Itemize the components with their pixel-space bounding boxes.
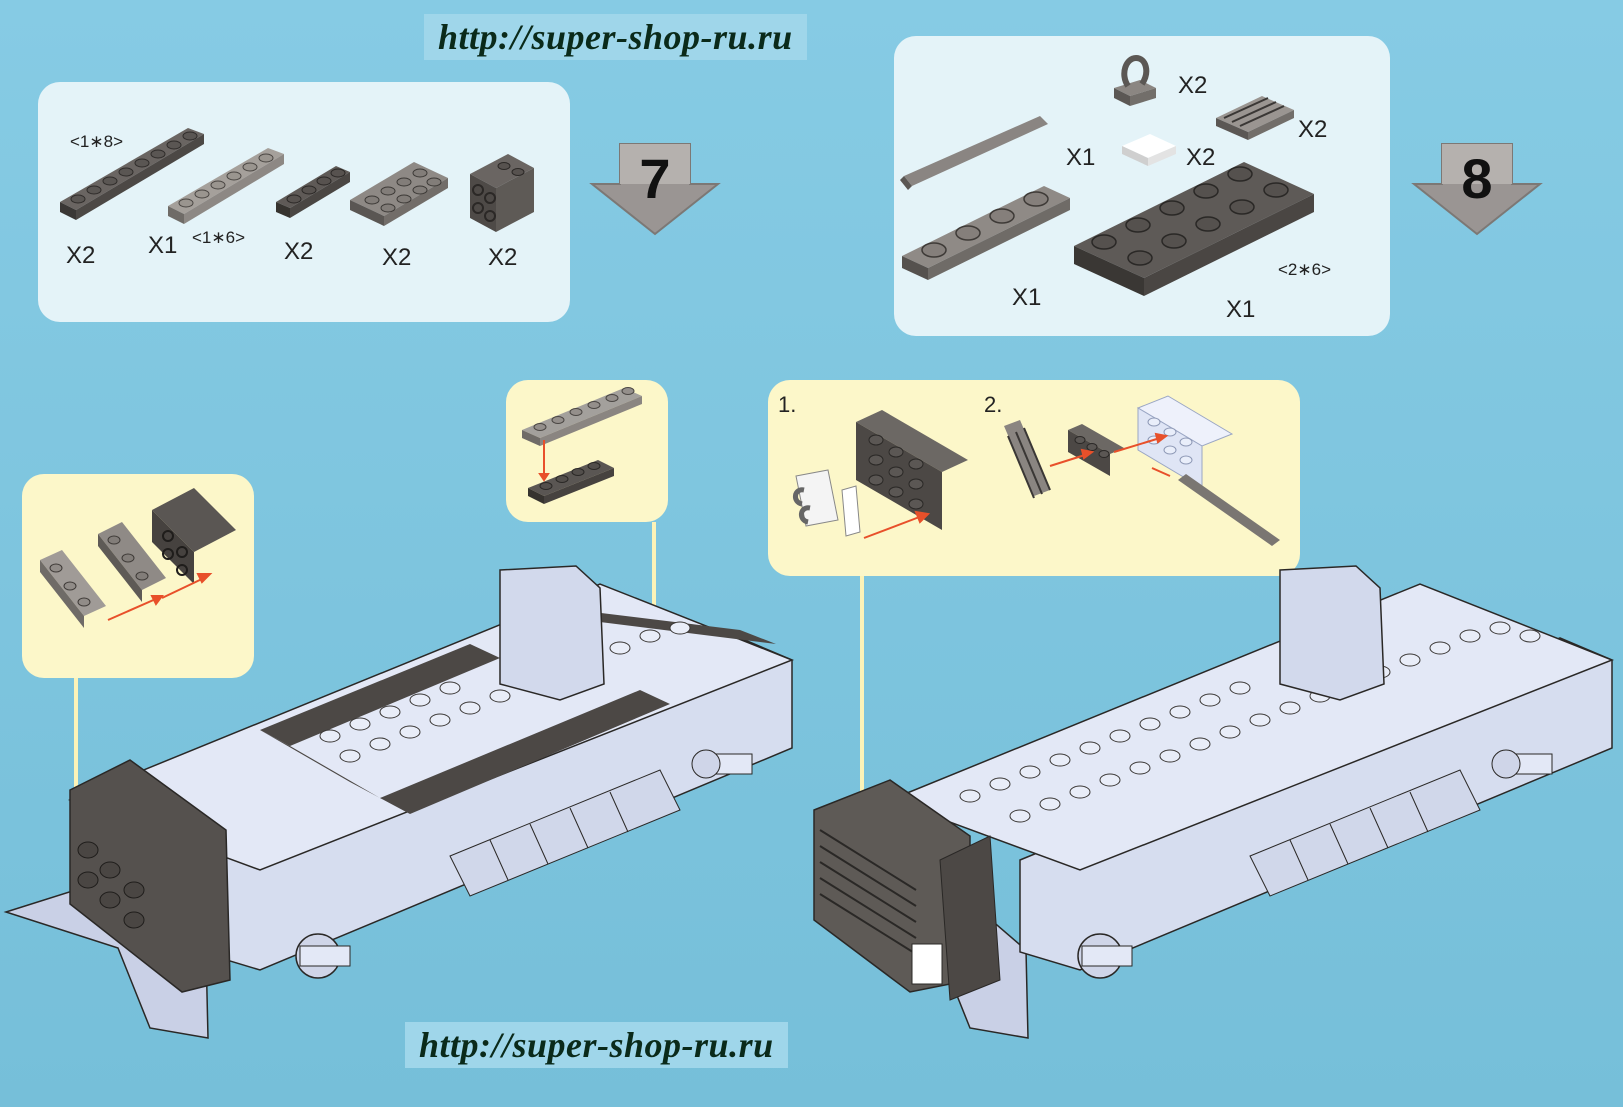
step8-assembly-model	[813, 565, 1615, 1039]
callout-pointer-line	[652, 522, 656, 614]
bar-qty: X1	[1066, 144, 1096, 171]
tile-1x1-white-qty: X2	[1186, 144, 1216, 171]
side-panels	[1249, 769, 1481, 897]
axle-left	[295, 933, 351, 979]
plate-2x6-icon	[856, 410, 968, 530]
step7-parts-drawing	[60, 128, 534, 232]
plate-1x4-step8-icon	[1068, 424, 1124, 476]
step8-substeps-diagram	[793, 395, 1280, 546]
grille-lines	[819, 829, 917, 955]
step8-callout: 1. 2.	[768, 380, 1300, 576]
step8-parts-panel: X2 X2 X1 X2 X1 <2∗6> X1	[894, 36, 1390, 336]
tile-1x1-white-icon	[1122, 134, 1176, 166]
plate-2x4-icon	[40, 550, 106, 628]
step-arrow-icon	[589, 143, 721, 236]
plate-1x4-icon	[276, 166, 350, 218]
step7-parts-panel: <1∗8> X2 X1 <1∗6> X2 X2 X2	[38, 82, 570, 322]
tile-1x1-white-installed	[911, 943, 943, 985]
step7-assembly-model	[3, 565, 795, 1039]
plate-1x6-installed	[260, 730, 380, 798]
plate-1x6-qty: X1	[148, 232, 178, 259]
bracket-2x2-installed	[69, 759, 231, 993]
grille-tile-icon	[1004, 420, 1051, 499]
plate-2x6-qty: X1	[1226, 296, 1256, 323]
assembly-arrow-icon	[863, 510, 931, 539]
watermark-bottom: http://super-shop-ru.ru	[405, 1022, 788, 1068]
plate-1x8-dim: <1∗8>	[70, 132, 124, 151]
step-arrow-icon	[1411, 143, 1543, 236]
hull-body	[1019, 637, 1613, 971]
deck-studs	[319, 621, 691, 763]
plate-2x6-icon	[1074, 162, 1314, 296]
grille-tile-qty: X2	[1298, 116, 1328, 143]
assembly-arrow-icon	[538, 440, 550, 482]
step7-number-badge: 7	[589, 140, 721, 236]
bracket-2x2-qty: X2	[488, 244, 518, 271]
plate-1x4-qty: X2	[284, 238, 314, 265]
step7-callout-left	[22, 474, 254, 678]
watermark-top: http://super-shop-ru.ru	[424, 14, 807, 60]
step8-parts-drawing	[900, 54, 1314, 296]
plate-1x6-icon	[522, 387, 642, 446]
plate-2x6-installed	[939, 835, 1001, 1001]
plate-stack-diagram	[522, 387, 642, 504]
plate-2x4-icon	[350, 162, 448, 226]
plate-1x8-qty: X2	[66, 242, 96, 269]
bracket-studs	[77, 841, 145, 929]
plate-1x8-installed	[260, 644, 500, 746]
bar-icon	[900, 116, 1048, 190]
substep-2-label: 2.	[984, 392, 1003, 417]
step7-number: 7	[639, 147, 671, 210]
plate-1x4-step8-icon	[902, 186, 1070, 280]
bracket-2x2-icon	[470, 154, 534, 232]
clip-1x1-icon	[793, 469, 861, 537]
clip-1x1-icon	[1114, 54, 1156, 106]
plate-1x8-installed	[380, 690, 670, 814]
bracket-2x2-icon	[152, 488, 236, 584]
plate-1x6-dim: <1∗6>	[192, 228, 246, 247]
callout-pointer-line	[74, 678, 78, 826]
step8-number-badge: 8	[1411, 140, 1543, 236]
plate-2x6-dim: <2∗6>	[1278, 260, 1332, 279]
plate-2x4-qty: X2	[382, 244, 412, 271]
plate-1x8-icon	[60, 128, 204, 220]
top-deck	[887, 583, 1615, 871]
seat-block	[1279, 565, 1385, 701]
axle-right	[1491, 749, 1553, 779]
side-panels	[449, 769, 681, 897]
assembly-arrow-icon	[1049, 432, 1171, 477]
bar-icon	[1178, 474, 1280, 546]
grille-tile-icon	[1216, 96, 1294, 140]
plate-1x4-step8-qty: X1	[1012, 284, 1042, 311]
assembly-arrow-icon	[107, 573, 213, 621]
plate-2x6-highlighted-icon	[1136, 395, 1234, 489]
seat-block	[499, 565, 605, 701]
axle-left	[1077, 933, 1133, 979]
plate-1x4-installed	[560, 608, 776, 644]
step8-number: 8	[1461, 147, 1493, 210]
axle-right	[691, 749, 753, 779]
plate-1x6-icon	[168, 148, 284, 224]
plate-2x4-icon	[98, 522, 166, 602]
plate-1x4-icon	[528, 460, 614, 504]
clip-1x1-qty: X2	[1178, 72, 1208, 99]
callout-pointer-line	[860, 576, 864, 824]
substep-1-label: 1.	[778, 392, 797, 417]
bracket-assembly-diagram	[40, 488, 236, 628]
step7-callout-right	[506, 380, 668, 522]
